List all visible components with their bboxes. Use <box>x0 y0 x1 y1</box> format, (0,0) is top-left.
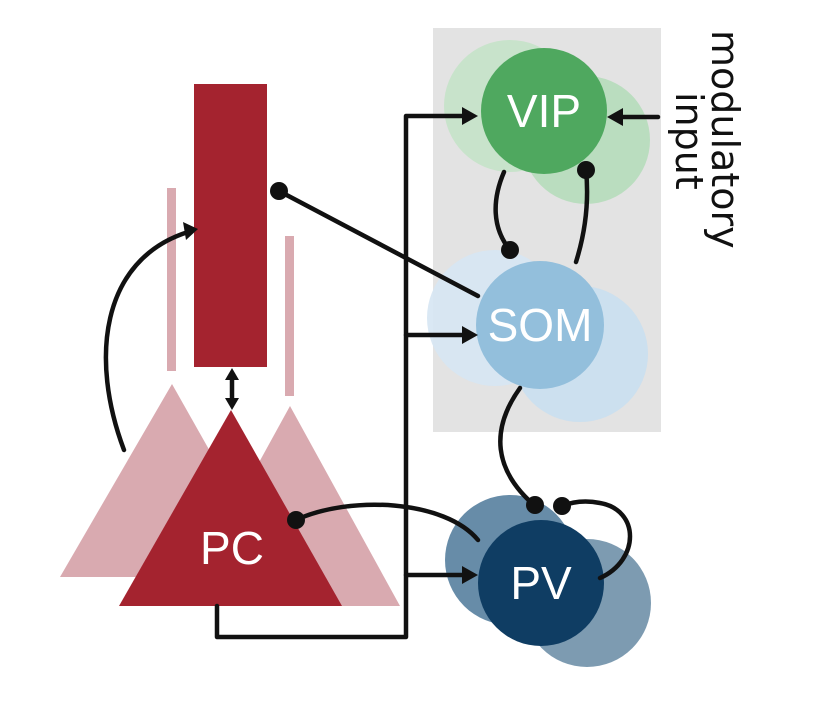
coupling-arrow-up <box>225 368 239 380</box>
modulatory-label-line1: modulatory <box>703 30 747 249</box>
som-to-dendrite-line <box>276 188 481 299</box>
vip-label: VIP <box>507 85 581 137</box>
arrow-to-vip <box>462 107 478 125</box>
pc-label: PC <box>200 522 264 574</box>
pc-to-dendrite-line <box>103 229 191 453</box>
pc-dendrite-shadow-left <box>167 188 176 371</box>
som-to-pv-line <box>498 385 537 508</box>
vip-som-synapse <box>501 241 519 259</box>
som-pv-synapse <box>526 496 544 514</box>
pv-pc-synapse <box>287 511 305 529</box>
pc-soma <box>119 410 342 606</box>
vip-node <box>481 48 607 174</box>
pv-self-loop <box>559 499 633 581</box>
som-label: SOM <box>488 299 593 351</box>
bus-line <box>214 113 469 640</box>
coupling-arrow-down <box>225 398 239 410</box>
arrow-to-som <box>462 326 478 344</box>
arrow-to-pv <box>462 566 478 584</box>
som-dendrite-synapse <box>270 182 288 200</box>
pv-self-synapse <box>553 497 571 515</box>
modulatory-input-arrow <box>607 108 623 126</box>
som-vip-synapse <box>577 161 595 179</box>
pc-dendrite <box>194 84 267 367</box>
pv-label: PV <box>510 557 572 609</box>
modulatory-label-line2: input <box>667 92 711 190</box>
pv-to-pc-line <box>293 502 481 543</box>
pc-dendrite-shadow-right <box>285 236 294 396</box>
som-to-vip-line <box>573 167 590 265</box>
pc-to-dendrite-arrow <box>183 222 198 240</box>
som-node <box>476 261 604 389</box>
pv-node <box>478 520 604 646</box>
modulatory-input-label: modulatory input <box>667 30 747 249</box>
